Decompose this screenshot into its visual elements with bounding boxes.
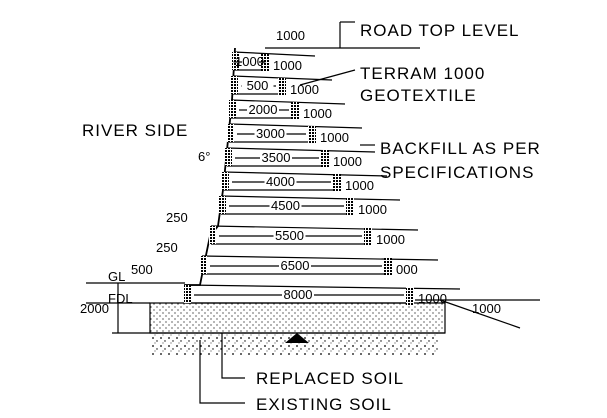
replaced-soil-label: REPLACED SOIL — [256, 369, 404, 388]
layer-tail-wrap — [321, 150, 329, 168]
layer-end-dim: 1000 — [358, 202, 387, 217]
layer-top-line — [233, 51, 316, 57]
layer-length-label: 4000 — [266, 174, 295, 189]
layer-face-wrap — [200, 256, 207, 274]
layer-top-line — [201, 255, 439, 261]
layer-length-label: 8000 — [284, 287, 313, 302]
backfill-label-1: BACKFILL AS PER — [380, 139, 541, 158]
layer-top-line — [210, 225, 419, 231]
layer-tail-wrap — [308, 126, 316, 144]
layer-length-label: 500 — [247, 78, 269, 93]
layer-face-wrap — [222, 172, 229, 190]
terram-label-1: TERRAM 1000 — [360, 64, 485, 83]
layer-face-wrap — [209, 226, 216, 244]
layer-end-dim: 1000 — [333, 154, 362, 169]
replaced-soil-box — [149, 302, 446, 334]
layer-top-line — [220, 195, 401, 201]
layer-top-line — [223, 171, 388, 177]
gl-label: GL — [108, 269, 125, 284]
layer-top-line — [228, 123, 363, 129]
layer-face-wrap — [184, 285, 191, 303]
layer-end-dim: 000 — [396, 262, 418, 277]
base-right-dim: 1000 — [472, 301, 501, 316]
layer-face-wrap — [231, 76, 238, 94]
layer-top-line — [226, 147, 376, 153]
terram-leader — [299, 69, 356, 86]
layer-end-dim: 1000 — [345, 178, 374, 193]
existing-soil-leader — [199, 340, 245, 404]
layer-end-dim: 1000 — [303, 106, 332, 121]
backfill-label-2: SPECIFICATIONS — [380, 163, 534, 182]
layer-top-line — [230, 99, 346, 105]
terram-label-2: GEOTEXTILE — [360, 86, 477, 105]
layer-length-label: 3000 — [256, 126, 285, 141]
replaced-soil-leader — [221, 333, 245, 379]
batter-angle-label: 6° — [198, 149, 210, 164]
layer-end-dim: 1000 — [418, 291, 447, 306]
top-width-dim: 1000 — [276, 28, 305, 43]
layer-tail-wrap — [346, 198, 354, 216]
layer-face-wrap — [227, 124, 234, 142]
layer-length-label: 4500 — [271, 198, 300, 213]
layer-tail-wrap — [384, 258, 392, 276]
layer-end-dim: 1000 — [320, 130, 349, 145]
layer-tail-wrap — [333, 174, 341, 192]
layer-face-wrap — [225, 148, 232, 166]
layer-length-label: 5500 — [275, 228, 304, 243]
layer-face-wrap — [232, 52, 239, 70]
layer-tail-wrap — [278, 78, 286, 96]
layer-length-label: 1000 — [235, 54, 264, 69]
step2-dim: 250 — [156, 240, 178, 255]
step1-dim: 250 — [166, 210, 188, 225]
layer-tail-wrap — [406, 287, 414, 305]
height-dim: 2000 — [80, 301, 109, 316]
step3-dim: 500 — [131, 262, 153, 277]
layer-face-wrap — [229, 100, 236, 118]
layer-length-label: 6500 — [281, 258, 310, 273]
fdl-label: FDL — [108, 291, 133, 306]
layer-top-line — [185, 284, 461, 290]
layer-tail-wrap — [364, 228, 372, 246]
layer-end-dim: 1000 — [290, 82, 319, 97]
river-side-label: RIVER SIDE — [82, 121, 188, 140]
road-top-label: ROAD TOP LEVEL — [360, 21, 520, 40]
center-marker — [285, 333, 309, 343]
layer-face-wrap — [219, 196, 226, 214]
layer-length-label: 3500 — [262, 150, 291, 165]
layer-length-label: 2000 — [249, 102, 278, 117]
layer-end-dim: 1000 — [273, 58, 302, 73]
base-slope-line — [439, 299, 521, 329]
layer-tail-wrap — [261, 54, 269, 72]
existing-soil-label: EXISTING SOIL — [256, 395, 392, 414]
layer-tail-wrap — [291, 102, 299, 120]
geotextile-layers: 1000 1000 500 1000 2000 1000 3000 1000 3500 1000 4… — [184, 51, 461, 306]
layer-end-dim: 1000 — [376, 232, 405, 247]
